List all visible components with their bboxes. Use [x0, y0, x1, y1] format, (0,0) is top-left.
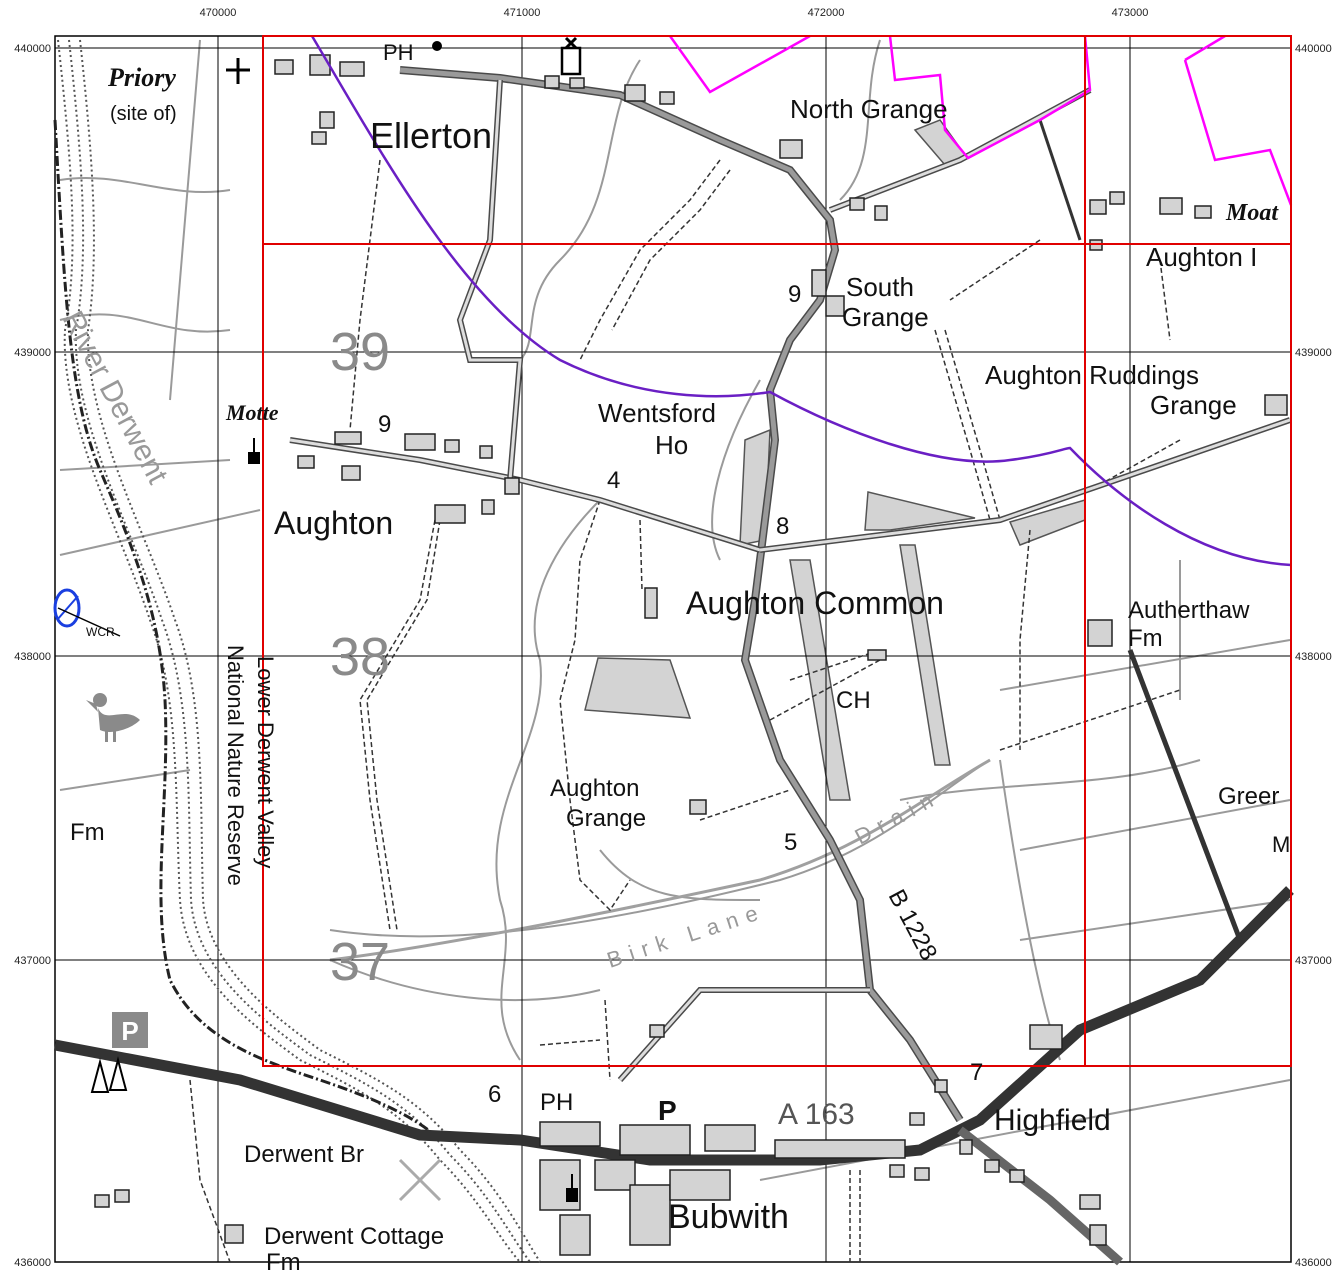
northing-label-left: 438000 [14, 651, 51, 663]
label-derwent-cottage: Derwent Cottage [264, 1223, 444, 1250]
spot-height: 9 [378, 411, 391, 438]
label-aughton-grange-1: Aughton [550, 775, 639, 802]
spot-height: 5 [784, 829, 797, 856]
label-lower-derwent-valley: Lower Derwent Valley [253, 656, 278, 868]
church-icons [248, 41, 578, 1202]
label-ho: Ho [655, 430, 688, 460]
label-ph-bottom: PH [540, 1089, 573, 1116]
label-motte: Motte [225, 400, 279, 425]
label-greer: Greer [1218, 783, 1279, 810]
field-boundaries [59, 39, 1291, 1181]
spot-height: 9 [788, 281, 801, 308]
spot-height: 6 [488, 1081, 501, 1108]
spot-height: 7 [970, 1059, 983, 1086]
label-aughton-grange-2: Grange [566, 805, 646, 832]
label-south: South [846, 272, 914, 302]
campsite-icon [90, 1056, 128, 1093]
label-autherthaw: Autherthaw [1128, 597, 1250, 624]
label-moat: Moat [1225, 200, 1279, 226]
label-aughton-common: Aughton Common [686, 585, 944, 621]
label-wentsford: Wentsford [598, 398, 716, 428]
bridge-marker-icon [398, 1158, 442, 1202]
label-derwent-cottage-fm: Fm [266, 1249, 301, 1274]
spot-height: 8 [776, 513, 789, 540]
label-p-bottom: P [658, 1095, 677, 1126]
track-east [1127, 649, 1243, 941]
birk-lane-drain [329, 758, 991, 962]
label-autherthaw-fm: Fm [1128, 625, 1163, 652]
grid-square-37: 37 [330, 932, 390, 992]
northing-label-right: 440000 [1295, 43, 1332, 55]
purple-boundary [310, 35, 1292, 567]
cross-marker-icon [226, 36, 582, 84]
label-a163: A 163 [778, 1098, 855, 1131]
river-centre-line [53, 119, 442, 1142]
label-fm-left: Fm [70, 819, 105, 846]
river-derwent-banks [57, 39, 541, 1263]
a163-road [53, 886, 1294, 1166]
label-ph-top: PH [383, 40, 414, 65]
northing-label-left: 437000 [14, 955, 51, 967]
tracks [189, 159, 1181, 1263]
label-priory: Priory [107, 63, 176, 92]
grid-square-38: 38 [330, 627, 390, 687]
label-aughton-ruddings: Aughton Ruddings [985, 360, 1199, 390]
bird-icon [86, 693, 140, 742]
grid-square-39: 39 [330, 322, 390, 382]
label-ellerton: Ellerton [370, 115, 492, 156]
magenta-boundaries [668, 34, 1293, 206]
label-ruddings-grange: Grange [1150, 390, 1237, 420]
label-national-nature-reserve: National Nature Reserve [223, 645, 248, 886]
easting-label: 471000 [504, 7, 541, 19]
northing-label-left: 439000 [14, 347, 51, 359]
tile-borders [262, 35, 1292, 1067]
label-aughton: Aughton [274, 505, 393, 541]
label-derwent-br: Derwent Br [244, 1141, 364, 1168]
water-treatment-icon [53, 588, 121, 637]
label-aughton-top: Aughton I [1146, 242, 1257, 272]
label-ch: CH [836, 687, 871, 714]
woodland-areas [584, 119, 1086, 801]
northing-label-left: 440000 [14, 43, 51, 55]
easting-label: 472000 [808, 7, 845, 19]
lane-north [1038, 119, 1082, 241]
easting-label: 473000 [1112, 7, 1149, 19]
spot-height: 4 [607, 467, 620, 494]
northing-label-right: 439000 [1295, 347, 1332, 359]
label-highfield: Highfield [994, 1104, 1111, 1137]
northing-label-right: 437000 [1295, 955, 1332, 967]
place-labels: Priory (site of) PH Ellerton North Grang… [70, 40, 1290, 1276]
label-north-grange: North Grange [790, 94, 948, 124]
label-wcr: WCR [86, 625, 115, 639]
svg-text:P: P [121, 1016, 138, 1046]
label-bubwith: Bubwith [668, 1198, 789, 1236]
northing-label-left: 436000 [14, 1257, 51, 1269]
label-site-of: (site of) [110, 103, 177, 125]
northing-label-right: 438000 [1295, 651, 1332, 663]
parking-icon: P [112, 1012, 148, 1048]
easting-label: 470000 [200, 7, 237, 19]
buildings [94, 54, 1288, 1256]
label-m: M [1272, 832, 1290, 857]
northing-label-right: 436000 [1295, 1257, 1332, 1269]
label-grange: Grange [842, 302, 929, 332]
